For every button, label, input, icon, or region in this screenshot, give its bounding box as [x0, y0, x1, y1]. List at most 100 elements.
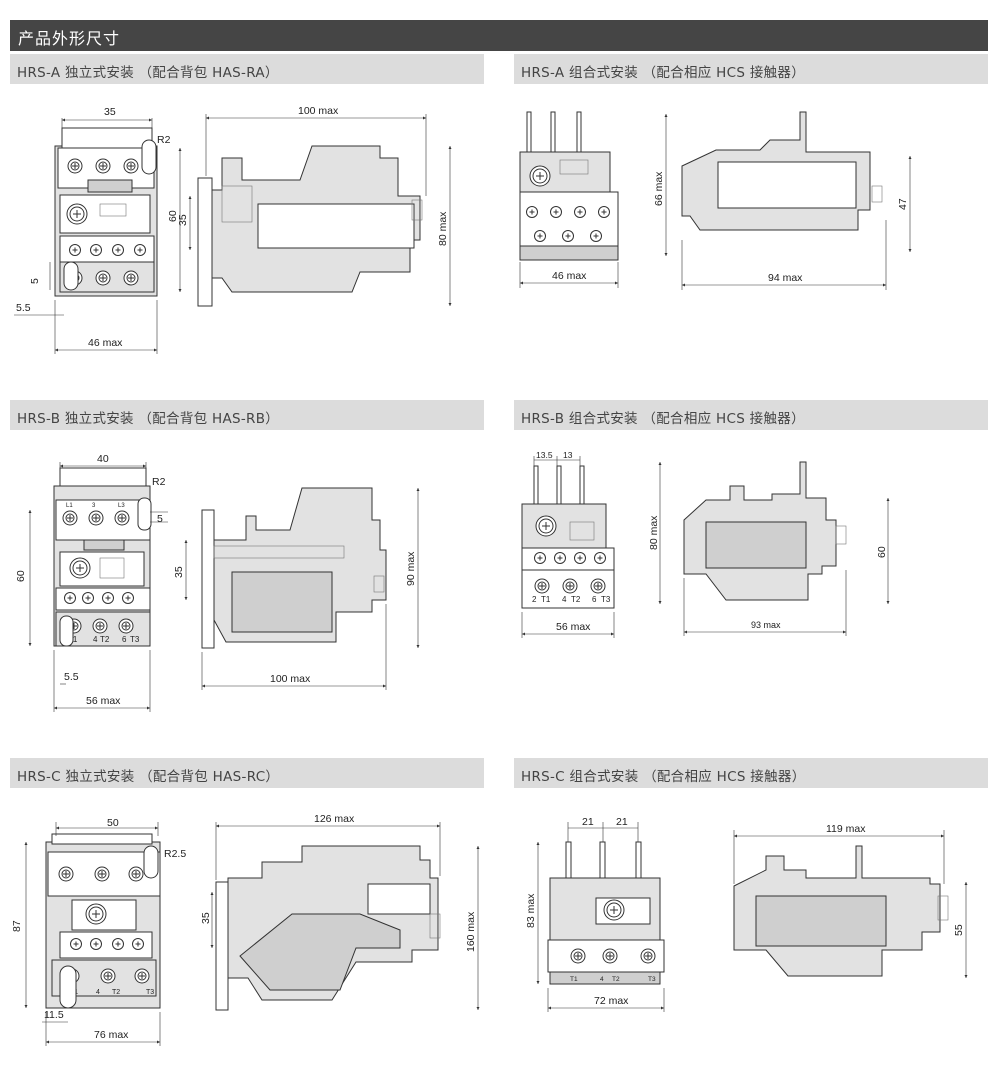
section-header-hrs-a-combined: HRS-A 组合式安装 （配合相应 HCS 接触器） — [514, 54, 988, 84]
dim-c-cmb-height-55: 55 — [953, 924, 965, 936]
dim-c-side-height-35: 35 — [200, 912, 212, 924]
label-cmb-2: 2 — [532, 595, 537, 604]
section-title: HRS-C 独立式安装 （配合背包 HAS-RC） — [17, 769, 280, 785]
dim-c-front-width-76: 76 max — [94, 1029, 129, 1041]
hrs-b-standalone-side-view — [201, 487, 387, 649]
label-cmb-t1: T1 — [541, 595, 551, 604]
label-cmb-4: 4 — [562, 595, 567, 604]
hrs-b-standalone-front-view: L1 3 L3 T1 4 T2 6 T3 — [53, 467, 152, 647]
label-l2-num: 3 — [92, 503, 96, 509]
dim-c-side-width-126: 126 max — [314, 813, 355, 825]
hrs-c-combined-side-view — [733, 845, 949, 977]
dim-a-front-height-60: 60 — [167, 210, 179, 222]
dim-b-front-width-40: 40 — [97, 453, 109, 465]
label-c-4: 4 — [96, 989, 100, 996]
dim-a-side-width-100: 100 max — [298, 105, 339, 117]
dim-c-cmb-pitch-21a: 21 — [582, 816, 594, 828]
hrs-b-standalone-front-dimensions: 40 R2 5 60 5.5 56 max — [15, 453, 168, 712]
page-header: 产品外形尺寸 — [10, 20, 988, 51]
section-header-hrs-b-combined: HRS-B 组合式安装 （配合相应 HCS 接触器） — [514, 400, 988, 430]
hrs-c-combined-front-view: T1 4 T2 T3 — [547, 841, 665, 985]
label-cc-4: 4 — [600, 976, 604, 983]
hrs-c-combined-side-dimensions: 119 max 55 — [733, 823, 968, 978]
label-cmb-t2: T2 — [571, 595, 581, 604]
label-cc-t1: T1 — [570, 976, 578, 983]
section-header-hrs-a-standalone: HRS-A 独立式安装 （配合背包 HAS-RA） — [10, 54, 484, 84]
hrs-a-combined-front-dimensions: 46 max — [519, 262, 619, 288]
hrs-c-standalone-side-view — [215, 845, 441, 1011]
label-cmb-t3: T3 — [601, 595, 611, 604]
dim-c-cmb-pitch-21b: 21 — [616, 816, 628, 828]
section-header-hrs-b-standalone: HRS-B 独立式安装 （配合背包 HAS-RB） — [10, 400, 484, 430]
hrs-b-combined-front-view: 2 T1 4 T2 6 T3 — [521, 465, 615, 609]
label-c-t2: T2 — [112, 989, 120, 996]
label-t3: T3 — [130, 635, 140, 644]
dim-a-front-width-46: 46 max — [88, 337, 123, 349]
hrs-a-combined-side-dimensions: 66 max 94 max 47 — [653, 114, 912, 290]
dim-b-cmb-width-56: 56 max — [556, 621, 591, 633]
dim-a-front-5: 5 — [29, 278, 41, 284]
dim-a-cmb-height-47: 47 — [897, 198, 909, 210]
dim-b-front-5: 5 — [157, 513, 163, 525]
dim-c-cmb-width-119: 119 max — [826, 823, 866, 835]
dim-b-cmb-height-60: 60 — [876, 546, 888, 558]
section-header-hrs-c-combined: HRS-C 组合式安装 （配合相应 HCS 接触器） — [514, 758, 988, 788]
section-header-hrs-c-standalone: HRS-C 独立式安装 （配合背包 HAS-RC） — [10, 758, 484, 788]
label-cc-t2: T2 — [612, 976, 620, 983]
hrs-a-standalone-side-view — [197, 145, 423, 307]
dim-c-front-height-87: 87 — [11, 920, 23, 932]
label-6: 6 — [122, 635, 127, 644]
dim-c-cmb-height-83: 83 max — [525, 893, 537, 928]
hrs-c-standalone-front-view: T1 4 T2 T3 — [45, 833, 161, 1009]
label-c-t3: T3 — [146, 989, 154, 996]
hrs-c-combined-front-dimensions: 21 21 83 max 72 max — [525, 816, 665, 1012]
dim-b-side-height-35: 35 — [173, 566, 185, 578]
dim-b-cmb-pitch-13: 13 — [563, 450, 573, 460]
section-title: HRS-A 组合式安装 （配合相应 HCS 接触器） — [521, 65, 806, 81]
label-t2: T2 — [100, 635, 110, 644]
hrs-c-standalone-side-dimensions: 126 max 35 160 max — [200, 813, 480, 1010]
dim-b-cmb-width-93: 93 max — [751, 620, 781, 630]
hrs-a-combined-front-view — [519, 111, 619, 261]
dim-b-front-5-5: 5.5 — [64, 671, 79, 683]
dim-b-cmb-height-80: 80 max — [648, 515, 660, 550]
hrs-b-combined-side-view — [683, 461, 847, 601]
dim-a-front-5-5: 5.5 — [16, 302, 31, 314]
dim-b-cmb-pitch-13-5: 13.5 — [536, 450, 553, 460]
dim-b-front-height-60: 60 — [15, 570, 27, 582]
hrs-c-standalone-front-dimensions: 50 R2.5 87 11.5 76 max — [11, 817, 186, 1046]
hrs-b-combined-side-dimensions: 80 max 93 max 60 — [648, 462, 890, 636]
section-title: HRS-A 独立式安装 （配合背包 HAS-RA） — [17, 65, 279, 81]
hrs-a-standalone-side-dimensions: 100 max 35 80 max — [177, 105, 452, 306]
hrs-a-combined-side-view — [681, 111, 883, 231]
dim-a-cmb-height-66: 66 max — [653, 171, 665, 206]
hrs-b-combined-front-dimensions: 13.5 13 56 max — [521, 450, 615, 638]
dim-b-front-radius: R2 — [152, 476, 166, 488]
dim-b-side-height-90: 90 max — [405, 551, 417, 586]
dim-b-front-width-56: 56 max — [86, 695, 121, 707]
dim-a-side-height-35: 35 — [177, 214, 189, 226]
label-l3: L3 — [118, 503, 125, 509]
dim-a-cmb-width-94: 94 max — [768, 272, 803, 284]
label-cc-t3: T3 — [648, 976, 656, 983]
dim-a-side-height-80: 80 max — [437, 211, 449, 246]
dim-c-front-11-5: 11.5 — [44, 1009, 64, 1021]
dim-a-front-radius: R2 — [157, 134, 171, 146]
section-title: HRS-B 组合式安装 （配合相应 HCS 接触器） — [521, 411, 805, 427]
dim-c-front-width-50: 50 — [107, 817, 119, 829]
hrs-a-standalone-front-view — [54, 127, 158, 297]
dim-c-front-radius: R2.5 — [164, 848, 186, 860]
label-4: 4 — [93, 635, 98, 644]
section-title: HRS-B 独立式安装 （配合背包 HAS-RB） — [17, 411, 280, 427]
dim-a-cmb-front-width-46: 46 max — [552, 270, 587, 282]
dim-c-cmb-width-72: 72 max — [594, 995, 629, 1007]
dim-a-front-width-35: 35 — [104, 106, 116, 118]
section-title: HRS-C 组合式安装 （配合相应 HCS 接触器） — [521, 769, 806, 785]
dim-b-side-width-100: 100 max — [270, 673, 311, 685]
label-l1: L1 — [66, 503, 73, 509]
label-cmb-6: 6 — [592, 595, 597, 604]
hrs-a-standalone-front-dimensions: 35 R2 60 5 5.5 46 max — [14, 106, 182, 354]
hrs-b-standalone-side-dimensions: 35 90 max 100 max — [173, 488, 420, 690]
dim-c-side-height-160: 160 max — [465, 911, 477, 952]
